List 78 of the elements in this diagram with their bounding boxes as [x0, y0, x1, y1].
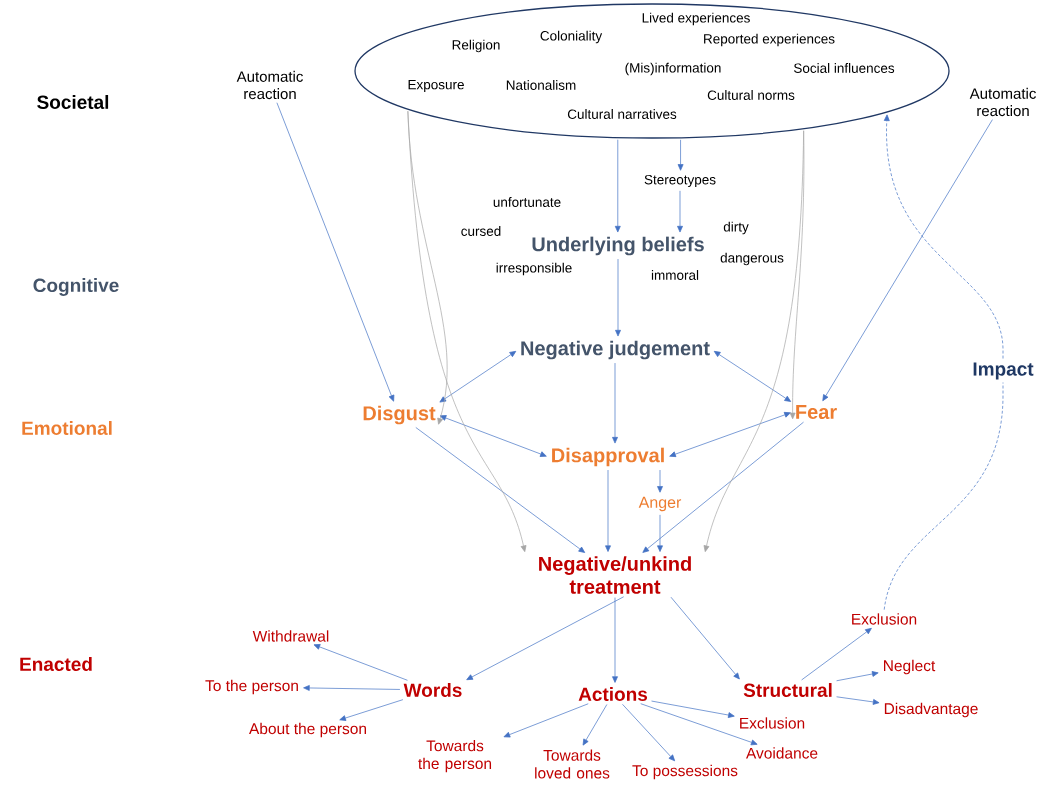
belief-word: cursed — [461, 226, 501, 236]
arrow — [657, 514, 663, 552]
arrow — [657, 469, 663, 493]
word-label: Coloniality — [540, 30, 603, 44]
category-label: Actions — [578, 687, 648, 701]
word-label: Religion — [452, 39, 500, 53]
concept-label: Negative/unkind treatment — [539, 556, 691, 594]
outcome-label: To possessions — [632, 764, 738, 780]
outcome-label: To the person — [205, 679, 298, 695]
curved-arrow — [407, 110, 527, 552]
emotion-label: Fear — [796, 405, 837, 419]
outcome-label: Withdrawal — [252, 630, 329, 642]
level-label: Enacted — [20, 657, 92, 671]
outcome-label: Exclusion — [852, 613, 917, 625]
curved-arrow — [703, 130, 804, 552]
curved-arrow — [883, 114, 1004, 610]
category-label: Structural — [743, 683, 832, 697]
arrow — [313, 644, 408, 681]
arrow — [822, 119, 993, 402]
outcome-label: Disadvantage — [884, 702, 978, 718]
arrow — [836, 696, 880, 705]
arrow — [303, 685, 401, 691]
edge-label: Impact — [969, 359, 1037, 383]
arrow — [640, 703, 758, 746]
arrow — [677, 139, 684, 171]
arrow — [670, 596, 740, 680]
concept-label: Underlying beliefs — [532, 236, 704, 256]
outcome-label: Neglect — [884, 659, 936, 675]
outcome-label: Avoidance — [746, 747, 818, 759]
arrow — [439, 415, 547, 457]
arrow — [836, 671, 879, 682]
arrow — [615, 258, 621, 337]
arrow — [439, 350, 517, 403]
arrow — [276, 102, 395, 402]
outcome-label: About the person — [249, 722, 366, 738]
arrow — [677, 190, 683, 233]
level-label: Emotional — [22, 421, 112, 435]
belief-word: unfortunate — [493, 197, 561, 207]
arrow — [801, 627, 872, 681]
word-label: Reported experiences — [704, 33, 835, 47]
arrow — [612, 362, 618, 444]
arrow — [415, 427, 586, 553]
reaction-label: Automatic reaction — [969, 87, 1036, 117]
outcome-label: Exclusion — [740, 717, 805, 729]
word-label: Lived experiences — [642, 12, 750, 26]
level-label: Cognitive — [33, 278, 119, 296]
arrow — [339, 699, 404, 721]
arrow — [669, 412, 791, 457]
word-label: Exposure — [408, 79, 464, 93]
concept-label: Negative judgement — [521, 340, 710, 360]
arrow — [612, 597, 618, 683]
outcome-label: Towards the person — [418, 739, 492, 773]
word-label: Cultural narratives — [567, 109, 677, 119]
arrow — [582, 704, 608, 746]
arrow — [642, 421, 804, 553]
outcome-label: Towards loved ones — [535, 749, 610, 779]
emotion-label: Disgust — [363, 405, 436, 425]
arrow — [466, 596, 625, 681]
word-label: (Mis)information — [625, 62, 721, 76]
word-label: Social influences — [793, 63, 895, 73]
arrow — [614, 139, 621, 233]
arrow — [605, 469, 611, 552]
belief-word: dangerous — [720, 252, 784, 266]
arrow — [651, 700, 735, 718]
word-label: Nationalism — [506, 80, 576, 90]
belief-word: dirty — [723, 221, 749, 235]
arrow — [503, 703, 589, 738]
emotion-label: Disapproval — [552, 447, 664, 467]
belief-word: immoral — [651, 270, 699, 280]
concept-label: Stereotypes — [644, 174, 716, 188]
arrow — [713, 350, 792, 402]
word-label: Cultural norms — [707, 90, 795, 100]
arrow — [622, 703, 676, 762]
emotion-label: Anger — [638, 496, 682, 512]
belief-word: irresponsible — [496, 262, 572, 276]
reaction-label: Automatic reaction — [236, 70, 303, 100]
level-label: Societal — [37, 95, 109, 109]
category-label: Words — [403, 683, 462, 697]
